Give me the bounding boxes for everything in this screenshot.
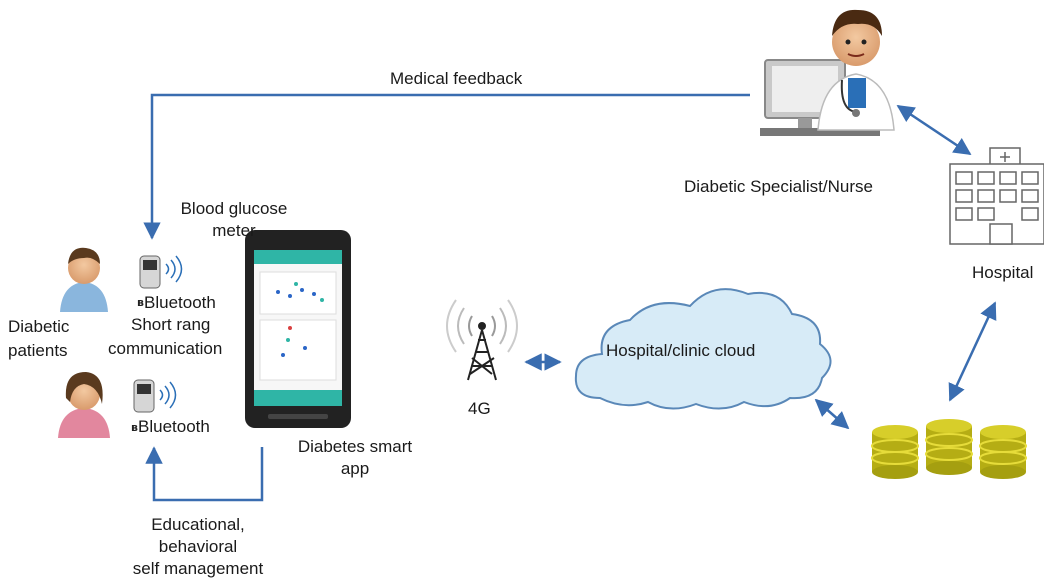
app-label-line-2: app [340,459,370,478]
glucose-meter-icon [139,255,183,289]
bluetooth-label-1: Bluetooth [144,293,216,312]
short-range-label: Short rang [131,315,211,334]
cloud-icon [574,288,832,410]
bluetooth-icon: ʙ [131,421,138,434]
patients-label-2: patients [8,341,68,360]
doctor-icon [760,9,895,136]
app-label-line-1: Diabetes smart [297,437,413,456]
app-label: Diabetes smart app [280,436,430,480]
specialist-label: Diabetic Specialist/Nurse [684,177,873,196]
patient-male-icon [60,247,108,312]
database-icon [871,419,1027,479]
blood-glucose-label: Blood glucose meter [166,198,302,242]
educational-line-2: behavioral [158,537,238,556]
patient-female-icon [58,372,110,438]
network-label: 4G [468,399,491,418]
communication-label: communication [108,339,223,358]
blood-glucose-line-1: Blood glucose [180,199,288,218]
cloud-label: Hospital/clinic cloud [606,341,756,360]
antenna-icon [446,299,518,381]
educational-label: Educational, behavioral self management [118,514,278,580]
medical-feedback-arrow [143,93,750,240]
bluetooth-icon: ʙ [137,296,144,309]
educational-line-1: Educational, [151,515,245,534]
doctor-hospital-arrow [896,104,972,156]
blood-glucose-line-2: meter [212,221,256,240]
educational-arrow [145,446,264,502]
phone-icon [245,230,351,428]
medical-feedback-label: Medical feedback [390,69,523,88]
bluetooth-label-2: Bluetooth [138,417,210,436]
hospital-label: Hospital [972,263,1034,282]
hospital-database-arrow [948,301,997,402]
patients-label-1: Diabetic [8,317,70,336]
cloud-database-arrow [814,398,850,430]
educational-line-3: self management [132,559,264,578]
glucose-meter-icon [133,379,177,413]
hospital-icon [949,147,1044,245]
